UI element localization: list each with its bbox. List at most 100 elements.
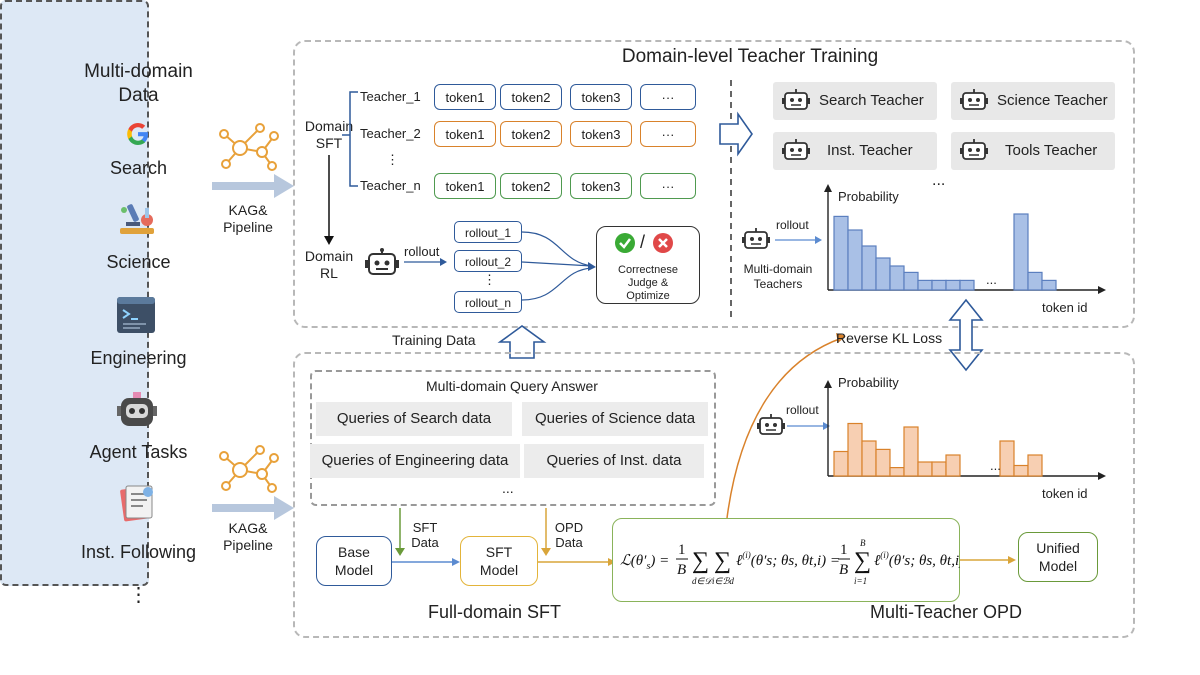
slash-label: /	[640, 232, 646, 252]
token-box: token3	[570, 121, 632, 147]
full-domain-panel	[293, 352, 1135, 638]
checklist-icon	[118, 482, 158, 524]
judge-box	[596, 226, 700, 304]
chart-bar	[875, 257, 891, 291]
cross-icon	[652, 232, 674, 254]
svg-text:B: B	[677, 562, 686, 578]
multi-domain-data-title: Multi-domain Data	[84, 61, 193, 106]
svg-text:ℓ(i)(θ′s; θs, θt,i) =: ℓ(i)(θ′s; θs, θt,i) =	[736, 550, 840, 569]
chart-bar	[917, 461, 933, 477]
svg-text:B: B	[839, 562, 848, 578]
svg-text:1: 1	[678, 542, 686, 558]
judge-label: Correctnese Judge & Optimize	[618, 264, 678, 302]
left-item-search: Search	[109, 158, 168, 178]
chart-bar	[847, 229, 863, 291]
robot-icon	[364, 248, 400, 278]
top-chart-ylabel: Probability	[838, 189, 899, 204]
check-icon	[614, 232, 636, 254]
chart-bar	[999, 440, 1015, 477]
teacher-1-label: Teacher_1	[360, 89, 421, 104]
search-teacher-label: Search Teacher	[819, 92, 924, 109]
chart-bar	[931, 279, 947, 291]
left-more: ⋮	[128, 584, 149, 606]
teachers-more: ...	[932, 172, 946, 189]
inst-teacher-label: Inst. Teacher	[827, 142, 913, 159]
bottom-chart-ylabel: Probability	[838, 375, 899, 390]
pipeline-label-bottom: KAG& Pipeline	[223, 520, 273, 553]
chart-bar	[931, 461, 947, 477]
token-box: token2	[500, 173, 562, 199]
queries-more: ...	[502, 480, 514, 496]
chart-bar	[1013, 464, 1029, 477]
sft-model-box: SFT Model	[460, 536, 538, 586]
opd-data-label: OPD Data	[554, 520, 584, 550]
base-model-box: Base Model	[316, 536, 392, 586]
chart-bar	[959, 279, 975, 291]
sft-data-label: SFT Data	[411, 520, 439, 550]
left-item-inst-following: Inst. Following	[80, 542, 197, 562]
domain-sft-label: Domain SFT	[304, 118, 354, 151]
terminal-icon	[116, 296, 156, 334]
svg-text:i=1: i=1	[854, 576, 867, 586]
svg-text:i∈ℬd: i∈ℬd	[712, 576, 734, 586]
teacher-rollout-label: rollout	[776, 218, 809, 232]
svg-text:∑: ∑	[854, 548, 871, 574]
top-probability-chart	[824, 184, 1106, 294]
chart-bar	[875, 448, 891, 477]
query-answer-panel	[310, 370, 716, 506]
multi-domain-teachers-label: Multi-domain Teachers	[743, 262, 813, 291]
chart-bar	[903, 426, 919, 477]
google-icon	[124, 120, 152, 148]
rollout-box: rollout_1	[454, 221, 522, 243]
query-inst: Queries of Inst. data	[524, 444, 704, 478]
reverse-kl-label: Reverse KL Loss	[836, 330, 943, 346]
svg-text:d∈𝒟: d∈𝒟	[692, 576, 713, 586]
network-icon-top	[212, 123, 294, 198]
svg-text:B: B	[860, 538, 866, 548]
chart-bar	[889, 466, 905, 477]
svg-text:∑: ∑	[714, 548, 731, 574]
bottom-probability-chart	[824, 380, 1106, 480]
query-answer-title: Multi-domain Query Answer	[426, 378, 598, 394]
token-box: ···	[640, 121, 696, 147]
multi-teacher-opd-title: Multi-Teacher OPD	[870, 602, 1023, 622]
chart-bar	[847, 422, 863, 477]
teacher-training-title: Domain-level Teacher Training	[621, 46, 879, 67]
chart-bar	[889, 265, 905, 291]
chart-bar	[861, 440, 877, 477]
chart-bar	[945, 279, 961, 291]
token-box: token3	[570, 84, 632, 110]
chart-bar	[945, 454, 961, 477]
rollout-label: rollout	[404, 244, 440, 259]
chart-bar	[903, 271, 919, 291]
x-axis-arrow	[1098, 286, 1106, 294]
chart-bar	[1041, 279, 1057, 291]
rollout-box: rollout_n	[454, 291, 522, 313]
pipeline-label-top: KAG& Pipeline	[223, 202, 273, 235]
chart-bar	[833, 450, 849, 477]
query-science: Queries of Science data	[522, 402, 708, 436]
y-axis-arrow	[824, 184, 832, 192]
rollout-box: rollout_2	[454, 250, 522, 272]
science-teacher-label: Science Teacher	[997, 92, 1108, 109]
svg-text:ℒ(θ′s) =: ℒ(θ′s) =	[620, 553, 669, 572]
teacher-training-panel	[293, 40, 1135, 328]
left-item-agent-tasks: Agent Tasks	[89, 442, 188, 462]
chart-bar	[833, 215, 849, 291]
unified-model-box: Unified Model	[1018, 532, 1098, 582]
training-data-label: Training Data	[392, 332, 476, 348]
query-search: Queries of Search data	[316, 402, 512, 436]
bottom-rollout-label: rollout	[786, 403, 819, 417]
teacher-n-label: Teacher_n	[360, 178, 421, 193]
tools-teacher-label: Tools Teacher	[1005, 142, 1098, 159]
svg-text:ℓ(i)(θ′s; θs, θt,i): ℓ(i)(θ′s; θs, θt,i)	[874, 550, 960, 569]
top-chart-xlabel: token id	[1042, 300, 1088, 315]
svg-text:∑: ∑	[692, 548, 709, 574]
left-item-science: Science	[106, 252, 171, 272]
loss-formula: ℒ(θ′s) = 1B ∑d∈𝒟 ∑i∈ℬd ℓ(i)(θ′s; θs, θt,…	[620, 538, 960, 586]
chart-bar	[1013, 213, 1029, 291]
token-box: token3	[570, 173, 632, 199]
teacher-2-label: Teacher_2	[360, 126, 421, 141]
full-domain-sft-title: Full-domain SFT	[428, 602, 562, 622]
chart-bar	[917, 279, 933, 291]
